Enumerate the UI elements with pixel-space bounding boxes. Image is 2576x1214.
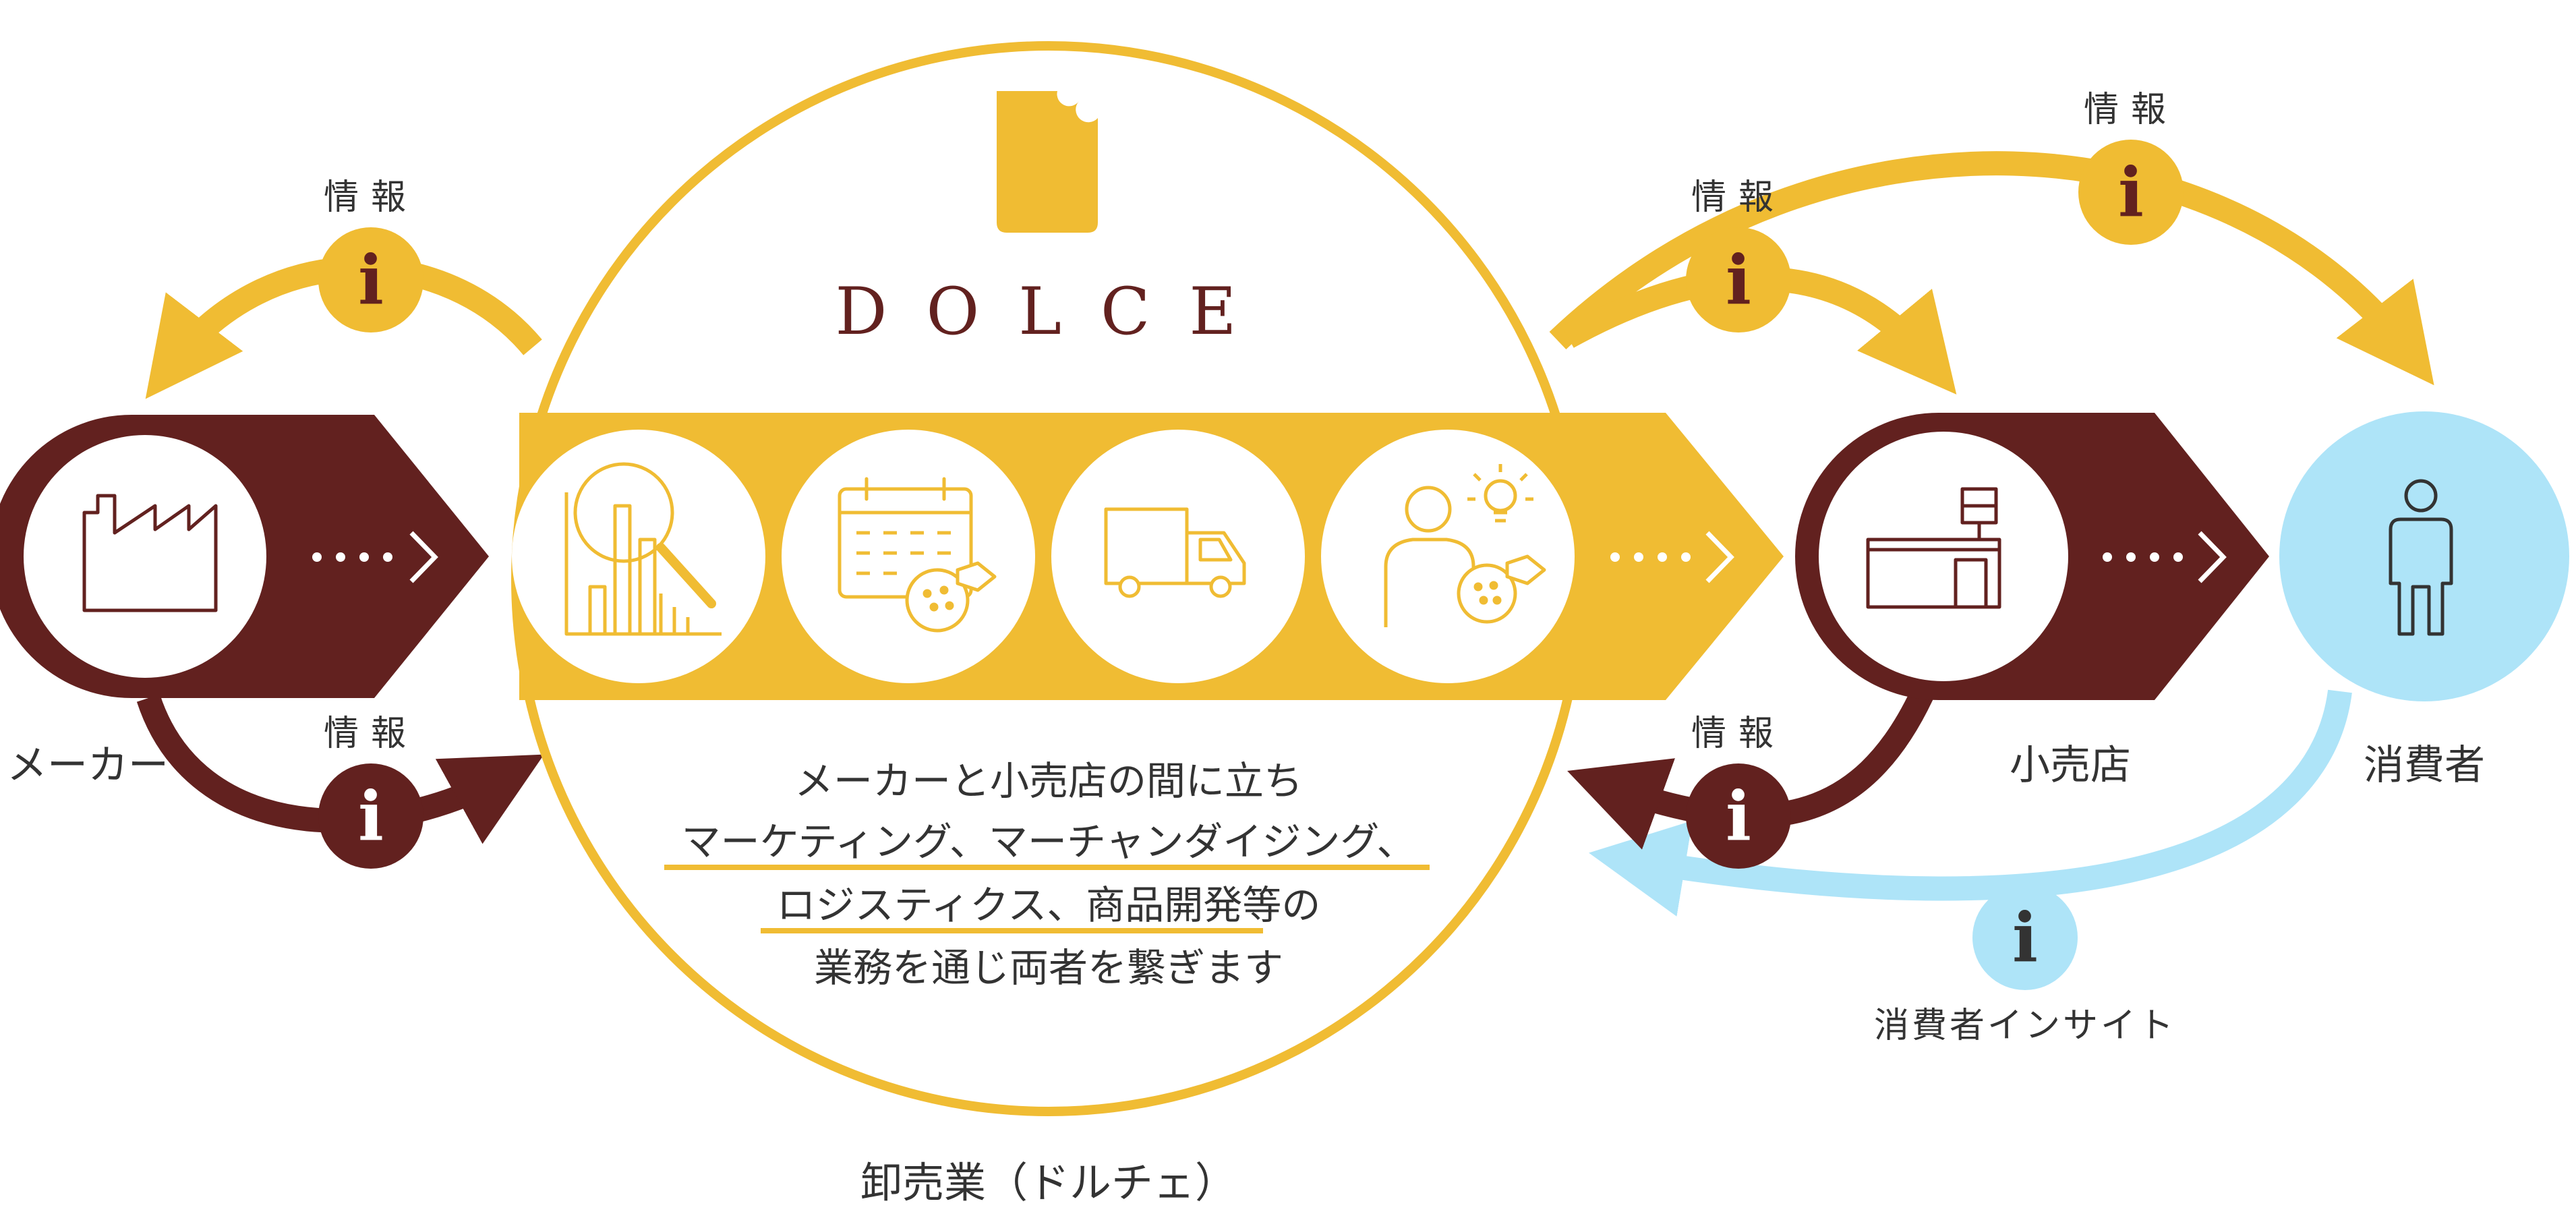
logistics-circle bbox=[1051, 430, 1305, 683]
consumer-label: 消費者 bbox=[2364, 742, 2485, 789]
description-underline-1 bbox=[664, 865, 1430, 870]
market-analysis-icon bbox=[564, 462, 722, 636]
description-line-3: ロジスティクス、商品開発等の bbox=[777, 882, 1321, 928]
maker-circle bbox=[24, 435, 266, 678]
consumer-insight-arrow bbox=[1589, 689, 2352, 917]
store-icon bbox=[1866, 487, 2001, 609]
svg-text:i: i bbox=[2118, 152, 2144, 232]
svg-text:i: i bbox=[1726, 240, 1751, 320]
development-circle bbox=[1321, 430, 1575, 683]
info-icon: i bbox=[1972, 885, 2078, 990]
merchandising-circle bbox=[782, 430, 1035, 683]
maker-to-wholesale-info-arrow bbox=[136, 694, 544, 844]
svg-text:i: i bbox=[358, 776, 384, 856]
calendar-sweets-icon bbox=[838, 477, 997, 633]
idea-person-icon bbox=[1384, 464, 1546, 627]
description-line-2: マーケティング、マーチャンダイジング、 bbox=[682, 819, 1416, 865]
info-icon: i bbox=[1686, 227, 1791, 333]
maker-label: メーカー bbox=[7, 742, 169, 789]
truck-icon bbox=[1104, 507, 1246, 598]
svg-text:i: i bbox=[2012, 898, 2038, 977]
consumer-insight-label: 消費者インサイト bbox=[1874, 1006, 2176, 1046]
maker-bottom-info-label: 情報 bbox=[324, 714, 418, 754]
wholesale-flow-dots bbox=[1610, 531, 1734, 583]
retailer-bottom-info-label: 情報 bbox=[1691, 714, 1786, 754]
info-icon: i bbox=[1686, 763, 1791, 869]
info-icon: i bbox=[318, 763, 423, 869]
description-underline-2 bbox=[761, 928, 1263, 933]
bitten-block-logo bbox=[997, 91, 1098, 233]
retailer-flow-dots bbox=[2103, 531, 2227, 583]
consumer-circle bbox=[2279, 411, 2569, 701]
description-line-4: 業務を通じ両者を繋ぎます bbox=[814, 945, 1283, 991]
retailer-to-consumer-info-arrow bbox=[1549, 151, 2434, 386]
maker-flow-dots bbox=[312, 531, 438, 583]
brand-name: DOLCE bbox=[836, 274, 1276, 349]
info-icon: i bbox=[2078, 140, 2184, 245]
wholesale-label: 卸売業（ドルチェ） bbox=[860, 1158, 1237, 1207]
person-icon bbox=[2389, 479, 2453, 636]
info-icon: i bbox=[318, 227, 423, 333]
retailer-to-wholesale-info-arrow bbox=[1567, 689, 1933, 850]
svg-text:i: i bbox=[358, 240, 384, 320]
description-line-1: メーカーと小売店の間に立ち bbox=[794, 758, 1303, 804]
factory-icon bbox=[82, 494, 218, 612]
svg-text:i: i bbox=[1726, 776, 1751, 856]
consumer-top-info-label: 情報 bbox=[2084, 90, 2178, 130]
retailer-label: 小売店 bbox=[2010, 742, 2131, 789]
retailer-top-info-label: 情報 bbox=[1691, 177, 1786, 218]
retailer-circle bbox=[1819, 432, 2068, 681]
maker-top-info-label: 情報 bbox=[324, 177, 418, 218]
